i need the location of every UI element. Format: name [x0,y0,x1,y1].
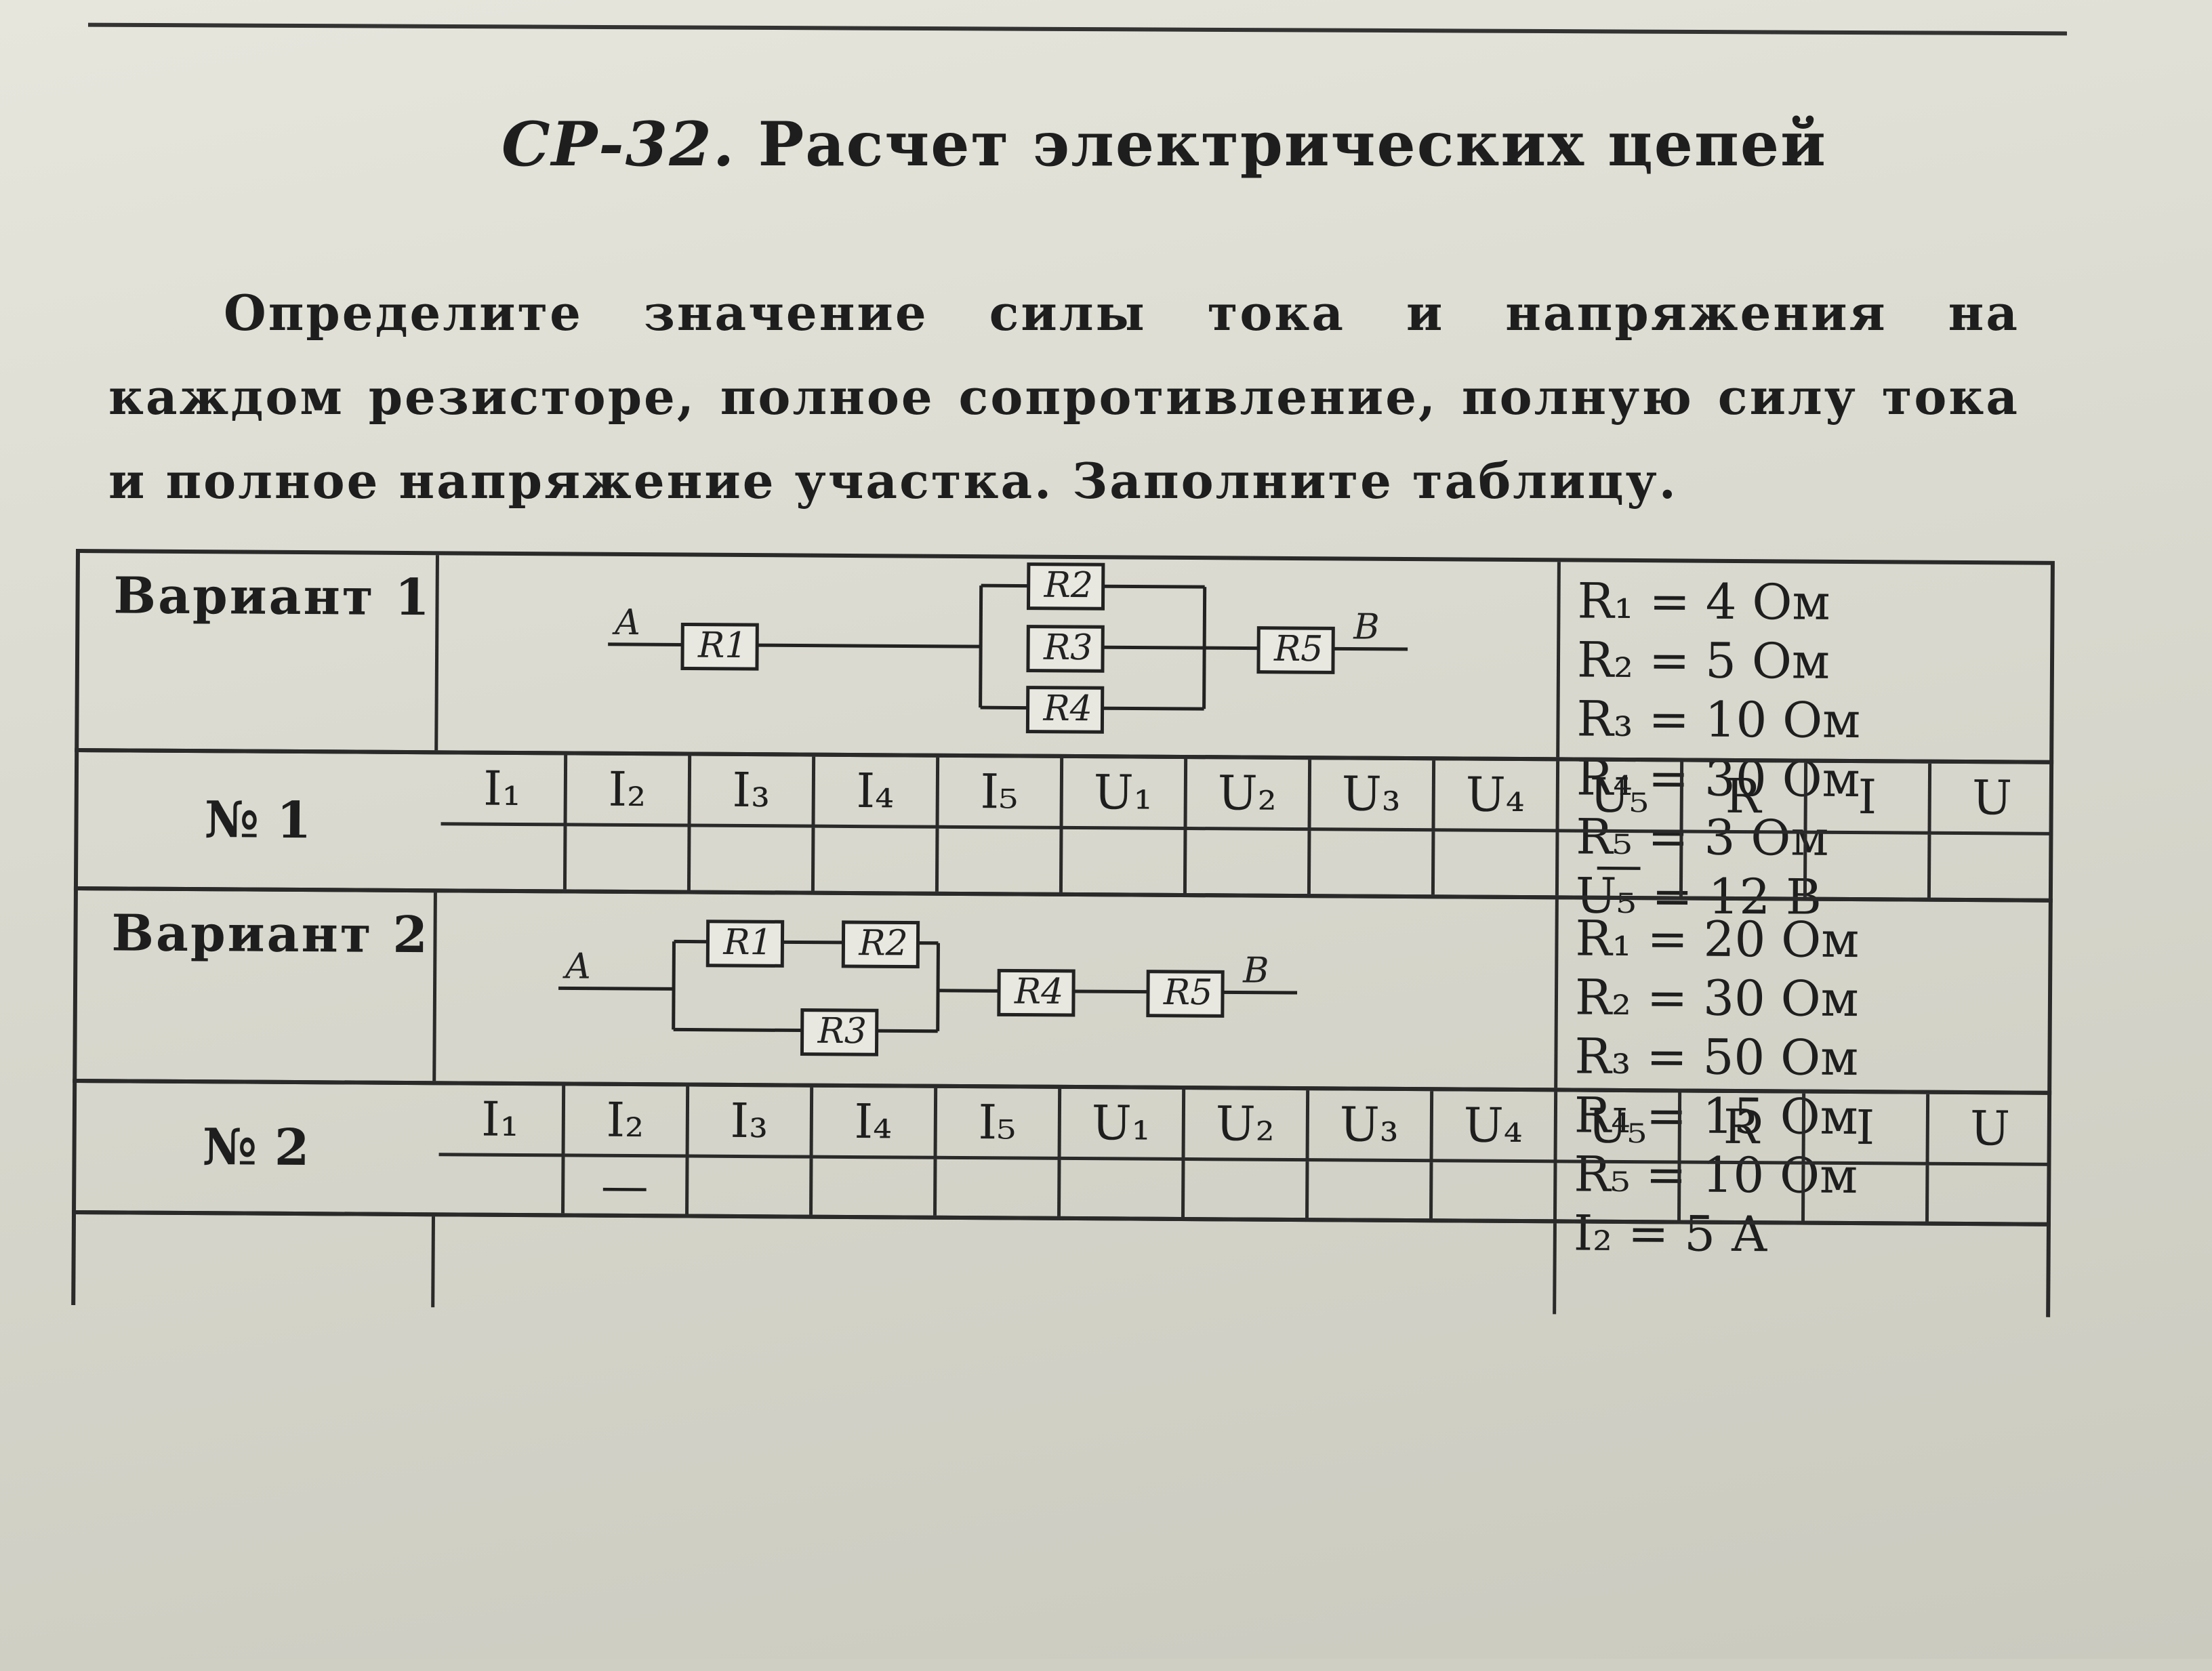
variant-3-divider-right [1553,1223,1557,1314]
header-i2: I₂ [565,755,690,825]
variant-1-r4-label: R4 [1042,688,1092,729]
header-u2: U₂ [1183,1090,1308,1160]
answer-cell-u2[interactable] [1183,1159,1307,1218]
answer-cell-i5[interactable] [937,827,1061,892]
header-u3: U₃ [1309,760,1434,830]
variant-1-answer-row: № 1 I₁ I₂ I₃ I₄ I₅ U₁ U₂ U₃ U₄ U₅ R I U [74,748,2053,903]
variant-1-r5-label: R5 [1273,629,1324,669]
variant-2-r5-label: R5 [1163,972,1213,1013]
header-u3: U₃ [1307,1090,1432,1161]
title-text: Расчет электрических цепей [758,108,1827,180]
variant-2-given-r1: R₁ = 20 Ом [1575,909,1859,970]
variant-1-number: № 1 [78,752,438,888]
variant-2-r2-label: R2 [858,923,908,964]
answer-cell-u5[interactable]: — [1557,831,1681,896]
answer-cell-u[interactable] [1927,1163,2051,1222]
answer-cell-u4[interactable] [1431,1161,1555,1220]
header-u2: U₂ [1185,759,1310,829]
variant-2-label: Вариант 2 [111,904,430,964]
header-u: U [1927,1094,2052,1165]
header-u5: U₅ [1557,761,1682,831]
page-title: СР-32. Расчет электрических цепей [501,108,1827,180]
variant-2-terminal-a: A [562,946,591,987]
answer-cell-u5[interactable] [1555,1161,1679,1220]
variant-2-r1-label: R1 [722,922,773,963]
header-i5: I₅ [935,1088,1060,1159]
answer-cell-i3[interactable] [689,825,813,891]
variant-2-answer-row: № 2 I₁ I₂ I₃ I₄ I₅ U₁ U₂ U₃ U₄ U₅ R I U [72,1079,2051,1226]
variant-2-given-r3: R₃ = 50 Ом [1574,1027,1858,1088]
answer-cell-u4[interactable] [1433,830,1557,896]
header-u1: U₁ [1061,758,1186,829]
answer-cell-i5[interactable] [935,1157,1059,1216]
variant-2-r3-label: R3 [817,1011,867,1052]
header-i1: I₁ [441,754,566,825]
answer-cell-i4[interactable] [811,1157,935,1216]
title-code: СР-32. [501,108,735,180]
variant-1-given-r3: R₃ = 10 Ом [1576,690,1860,751]
answer-cell-i2[interactable]: — [562,1155,687,1214]
answer-cell-i2[interactable] [565,825,689,890]
variant-1-given-r1: R₁ = 4 Ом [1577,572,1861,633]
variant-1-terminal-a: A [612,602,640,643]
answer-cell-i[interactable] [1803,1163,1927,1222]
header-i2: I₂ [563,1086,688,1156]
variant-1-label: Вариант 1 [113,566,432,627]
answer-cell-r[interactable] [1681,831,1805,897]
answer-cell-i1[interactable] [438,1155,563,1214]
variant-1-r1-label: R1 [697,625,747,666]
variant-2-block: Вариант 2 [73,886,2053,1095]
variant-3-block-partial [71,1210,2051,1317]
header-i4: I₄ [811,1088,936,1158]
variant-2-number: № 2 [76,1083,436,1212]
header-r: R [1679,1092,1804,1163]
header-i: I [1803,1094,1928,1164]
instructions-paragraph: Определите значение силы тока и напряжен… [108,271,2020,523]
answer-cell-i4[interactable] [813,826,937,892]
top-rule [88,23,2067,36]
header-i: I [1805,763,1929,833]
answer-cell-i[interactable] [1805,832,1929,898]
variant-2-given-r2: R₂ = 30 Ом [1575,968,1859,1029]
answer-cell-u2[interactable] [1185,829,1309,894]
header-i5: I₅ [937,758,1062,828]
variant-1-r3-label: R3 [1043,627,1093,668]
answer-cell-u1[interactable] [1061,827,1185,893]
worksheet-table: Вариант 1 [69,549,2055,1671]
answer-cell-u3[interactable] [1307,1160,1431,1219]
variant-2-r4-label: R4 [1014,971,1064,1012]
header-i4: I₄ [813,757,938,827]
header-r: R [1681,762,1805,832]
variant-2-terminal-b: B [1242,951,1269,991]
header-u5: U₅ [1555,1092,1680,1162]
variant-2-circuit-diagram: A B R1 R2 R3 R4 R5 [436,892,1555,1089]
header-i1: I₁ [439,1085,564,1155]
header-i3: I₃ [687,1087,812,1157]
variant-1-answer-table: I₁ I₂ I₃ I₄ I₅ U₁ U₂ U₃ U₄ U₅ R I U [441,754,2053,899]
header-u4: U₄ [1433,760,1558,831]
header-u4: U₄ [1431,1091,1556,1161]
answer-cell-r[interactable] [1679,1162,1803,1221]
variant-1-given-r2: R₂ = 5 Ом [1577,631,1861,692]
variant-3-divider-left [431,1216,435,1307]
answer-cell-i1[interactable] [441,824,565,890]
answer-cell-i3[interactable] [687,1156,811,1215]
header-u: U [1929,764,2053,834]
header-i3: I₃ [689,756,814,827]
variant-1-block: Вариант 1 [75,549,2055,764]
variant-1-r2-label: R2 [1044,565,1094,606]
variant-1-terminal-b: B [1353,607,1380,648]
answer-cell-u3[interactable] [1309,829,1433,895]
variant-2-answer-table: I₁ I₂ I₃ I₄ I₅ U₁ U₂ U₃ U₄ U₅ R I U — [438,1085,2051,1222]
answer-cell-u[interactable] [1929,833,2053,899]
variant-1-circuit-diagram: A B R1 R2 R3 R4 R5 [438,555,1557,758]
answer-cell-u1[interactable] [1059,1158,1183,1217]
header-u1: U₁ [1059,1089,1184,1159]
